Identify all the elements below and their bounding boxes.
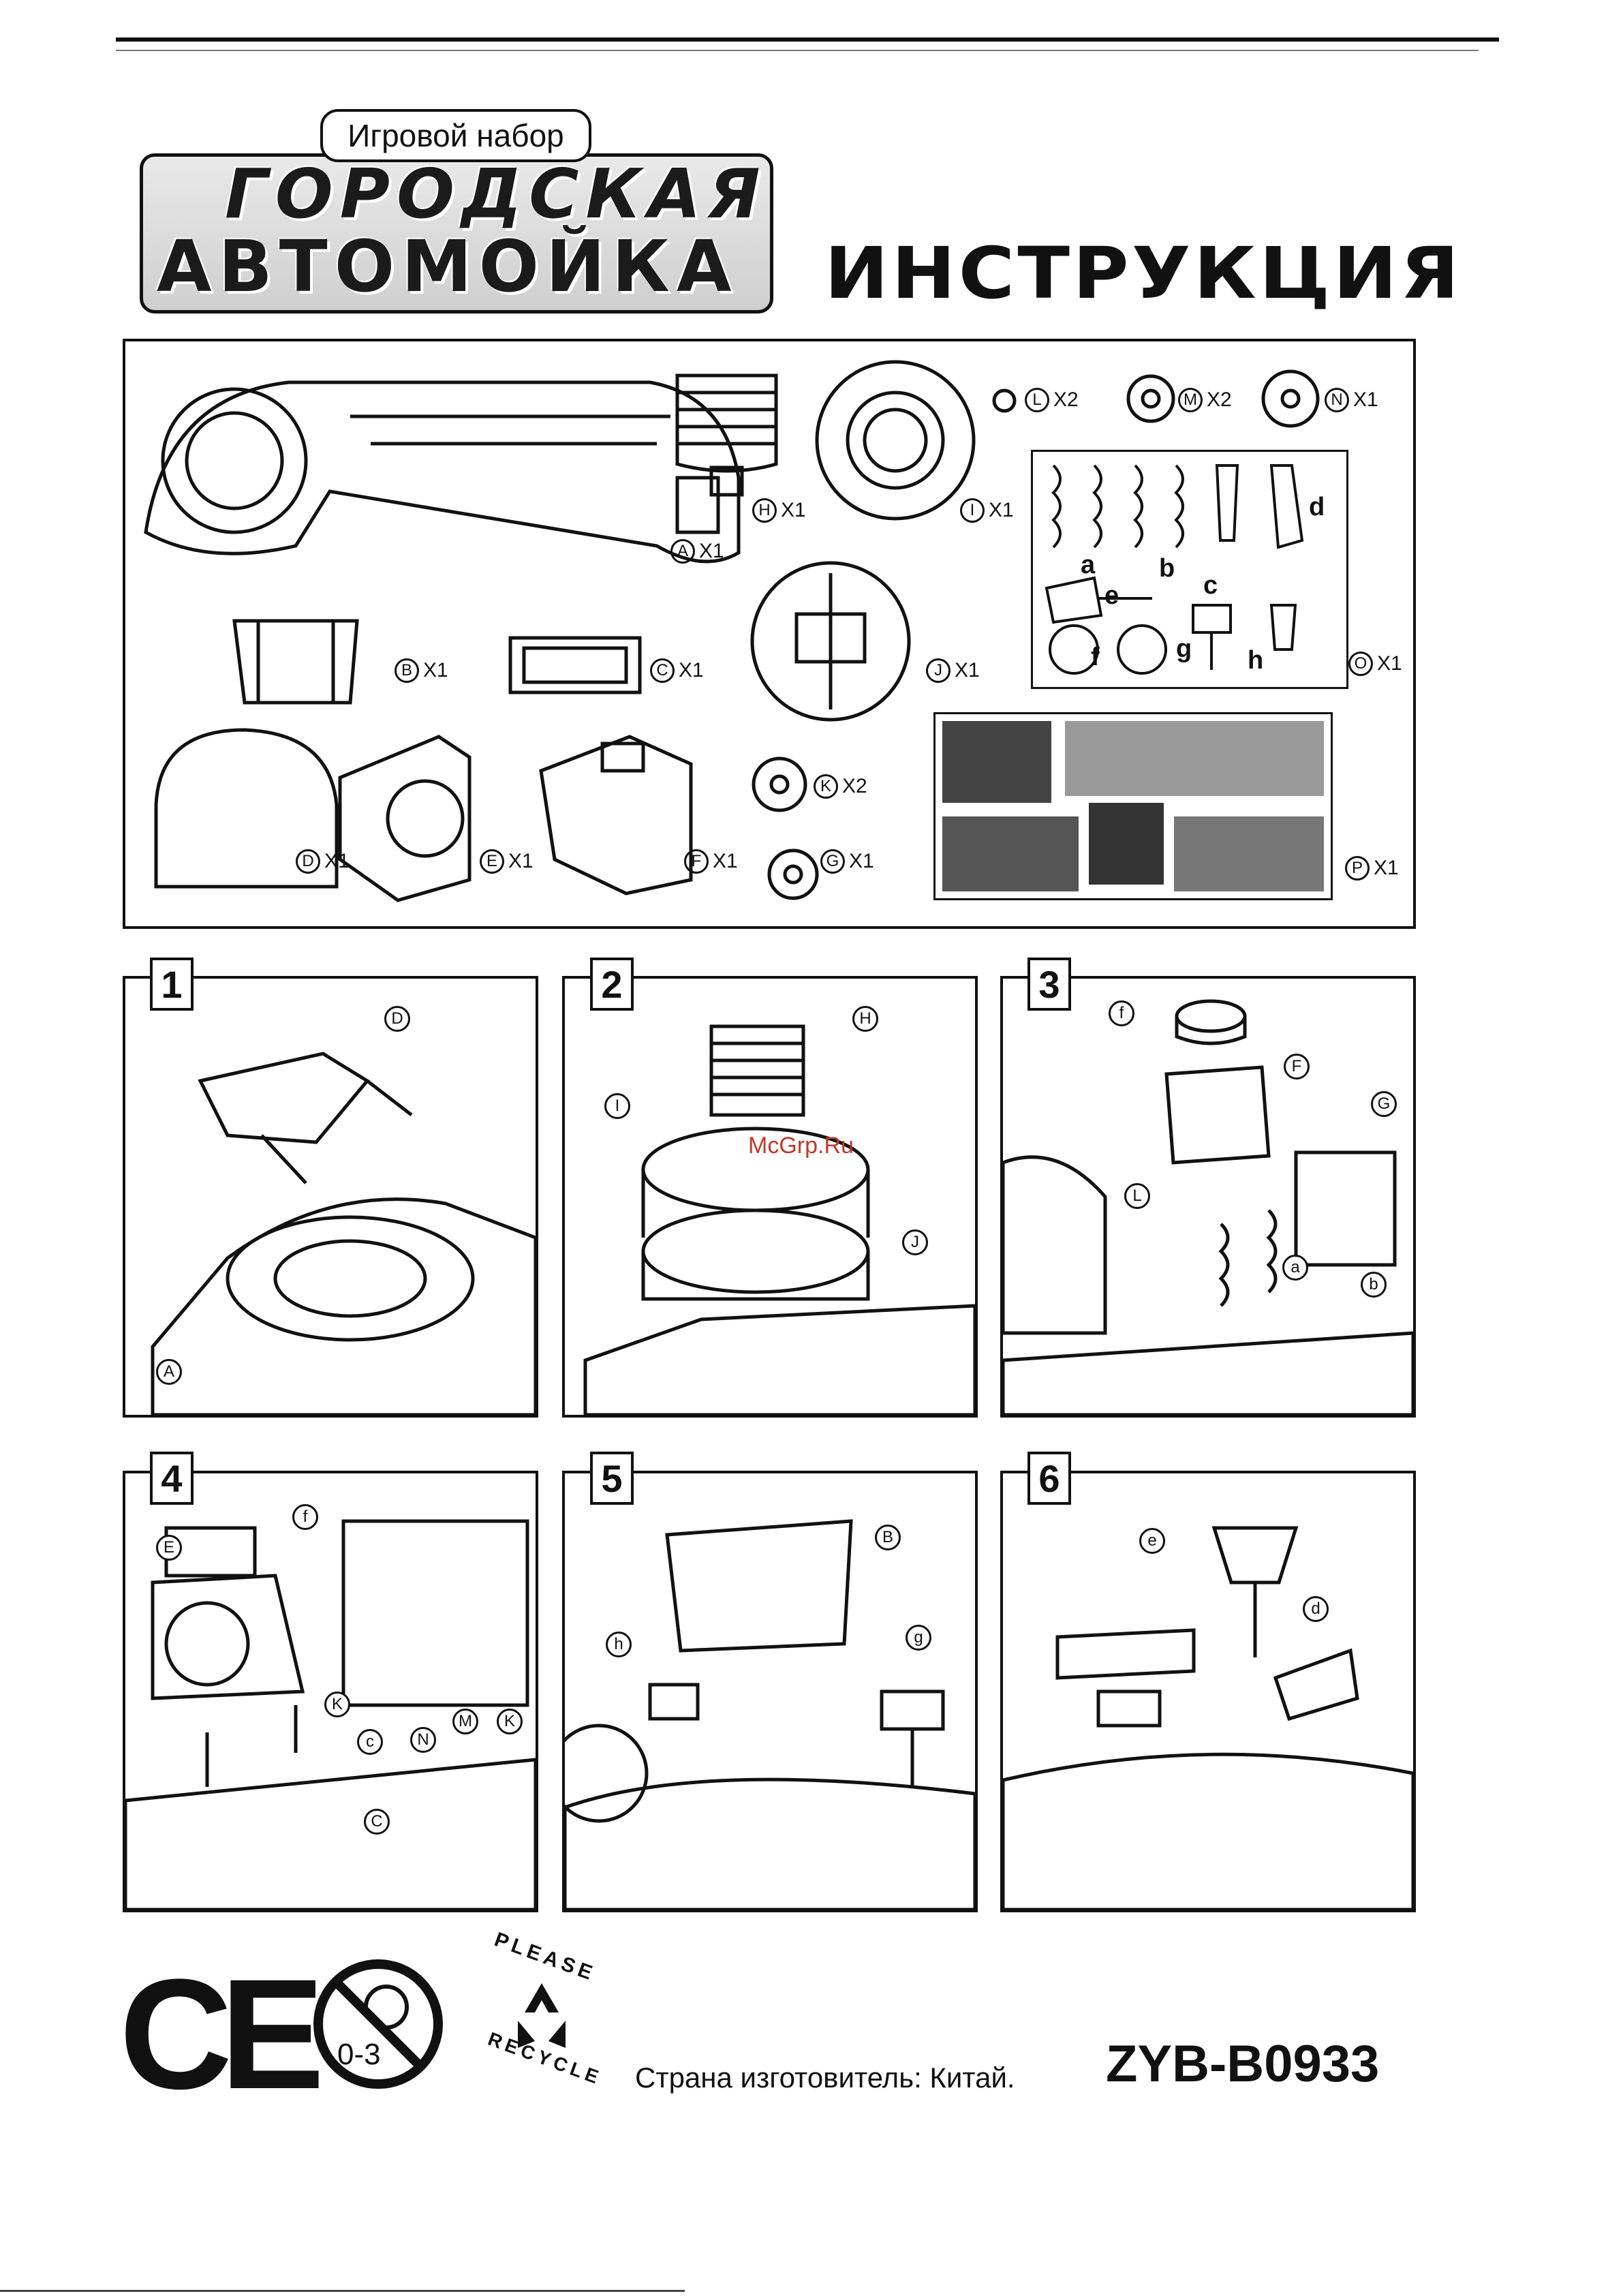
step-2-illustration (565, 979, 975, 1415)
step-3-label-b: b (1361, 1272, 1387, 1298)
sub-part-f: f (1091, 643, 1100, 672)
part-g-illustration (769, 851, 817, 898)
sub-part-a: a (1081, 551, 1095, 580)
logo-line-1: ГОРОДСКАЯ (225, 154, 767, 234)
step-6-number: 6 (1027, 1452, 1071, 1505)
step-4-label-n: N (410, 1727, 436, 1753)
step-1-label-a: A (156, 1359, 182, 1385)
step-1-label-d: D (384, 1006, 410, 1032)
step-3-label-l: L (1124, 1183, 1150, 1209)
sub-part-b: b (1159, 554, 1175, 583)
step-3-panel: f F G L a b (1000, 976, 1416, 1418)
part-i-illustration (817, 362, 974, 519)
part-j-illustration (752, 563, 909, 720)
logo-line-2: АВТОМОЙКА (157, 225, 739, 308)
step-6-label-d: d (1303, 1596, 1329, 1622)
country-of-origin: Страна изготовитель: Китай. (635, 2062, 1015, 2094)
part-m-illustration (1128, 376, 1173, 421)
part-e-illustration (340, 737, 469, 900)
step-4-label-k-left: K (324, 1692, 350, 1717)
step-4-label-k-right: K (497, 1709, 523, 1734)
step-4-label-m: M (452, 1709, 478, 1734)
sub-part-c: c (1203, 571, 1218, 600)
step-3-illustration (1003, 979, 1413, 1415)
step-2-number: 2 (590, 958, 634, 1011)
step-5-number: 5 (590, 1452, 634, 1505)
part-f-illustration (541, 737, 691, 893)
step-3-label-f: f (1109, 1000, 1134, 1026)
sub-part-e: e (1104, 581, 1119, 611)
step-6-illustration (1003, 1473, 1413, 1910)
step-4-number: 4 (150, 1452, 194, 1505)
sub-part-g: g (1176, 634, 1192, 664)
step-4-panel: f E K c C N M K (123, 1471, 538, 1912)
step-1-illustration (125, 979, 536, 1415)
sticker-sheet-p (933, 712, 1333, 900)
step-6-panel: e d (1000, 1471, 1416, 1912)
step-4-label-c-small: c (357, 1729, 383, 1755)
part-a-illustration (146, 382, 739, 562)
step-2-panel: H I J (562, 976, 978, 1418)
step-3-label-a: a (1282, 1255, 1308, 1281)
step-2-label-i: I (604, 1093, 630, 1119)
step-5-label-g: g (906, 1625, 931, 1651)
step-4-label-e: E (156, 1535, 182, 1561)
step-2-label-h: H (852, 1006, 878, 1032)
part-k-illustration (754, 759, 805, 810)
sub-part-h: h (1248, 646, 1263, 675)
bottom-rule (0, 2290, 685, 2292)
step-5-illustration (565, 1473, 975, 1910)
part-b-illustration (234, 621, 357, 703)
part-c-illustration (510, 638, 640, 692)
age-warning-text: 0-3 (337, 2038, 381, 2072)
step-4-illustration (125, 1473, 536, 1910)
ce-mark-icon: CE (119, 1956, 313, 2113)
sticker-sheet-illustration (936, 714, 1331, 898)
watermark: McGrp.Ru (748, 1133, 854, 1159)
step-4-label-c: C (364, 1809, 390, 1835)
step-3-label-g: G (1371, 1091, 1397, 1117)
recycle-icon: PLEASE RECYCLE (477, 1946, 606, 2075)
model-number: ZYB-B0933 (1106, 2034, 1379, 2094)
sub-part-d: d (1309, 493, 1325, 522)
top-rule (116, 37, 1499, 42)
step-3-number: 3 (1027, 958, 1071, 1011)
step-3-label-f-upper: F (1284, 1054, 1310, 1080)
no-children-icon: 0-3 (310, 1956, 446, 2092)
step-4-label-f: f (292, 1504, 318, 1530)
step-5-panel: B h g (562, 1471, 978, 1912)
step-6-label-e: e (1139, 1528, 1165, 1554)
top-rule-thin (116, 50, 1479, 51)
sub-parts-box-o: a b c d e f g h (1031, 450, 1348, 689)
step-2-label-j: J (902, 1229, 928, 1255)
step-5-label-h: h (606, 1632, 632, 1657)
step-1-number: 1 (150, 958, 194, 1011)
part-n-illustration (1263, 371, 1318, 426)
step-5-label-b: B (875, 1525, 901, 1550)
part-l-illustration (994, 391, 1015, 411)
step-1-panel: D A (123, 976, 538, 1418)
page-title: ИНСТРУКЦИЯ (824, 232, 1462, 315)
